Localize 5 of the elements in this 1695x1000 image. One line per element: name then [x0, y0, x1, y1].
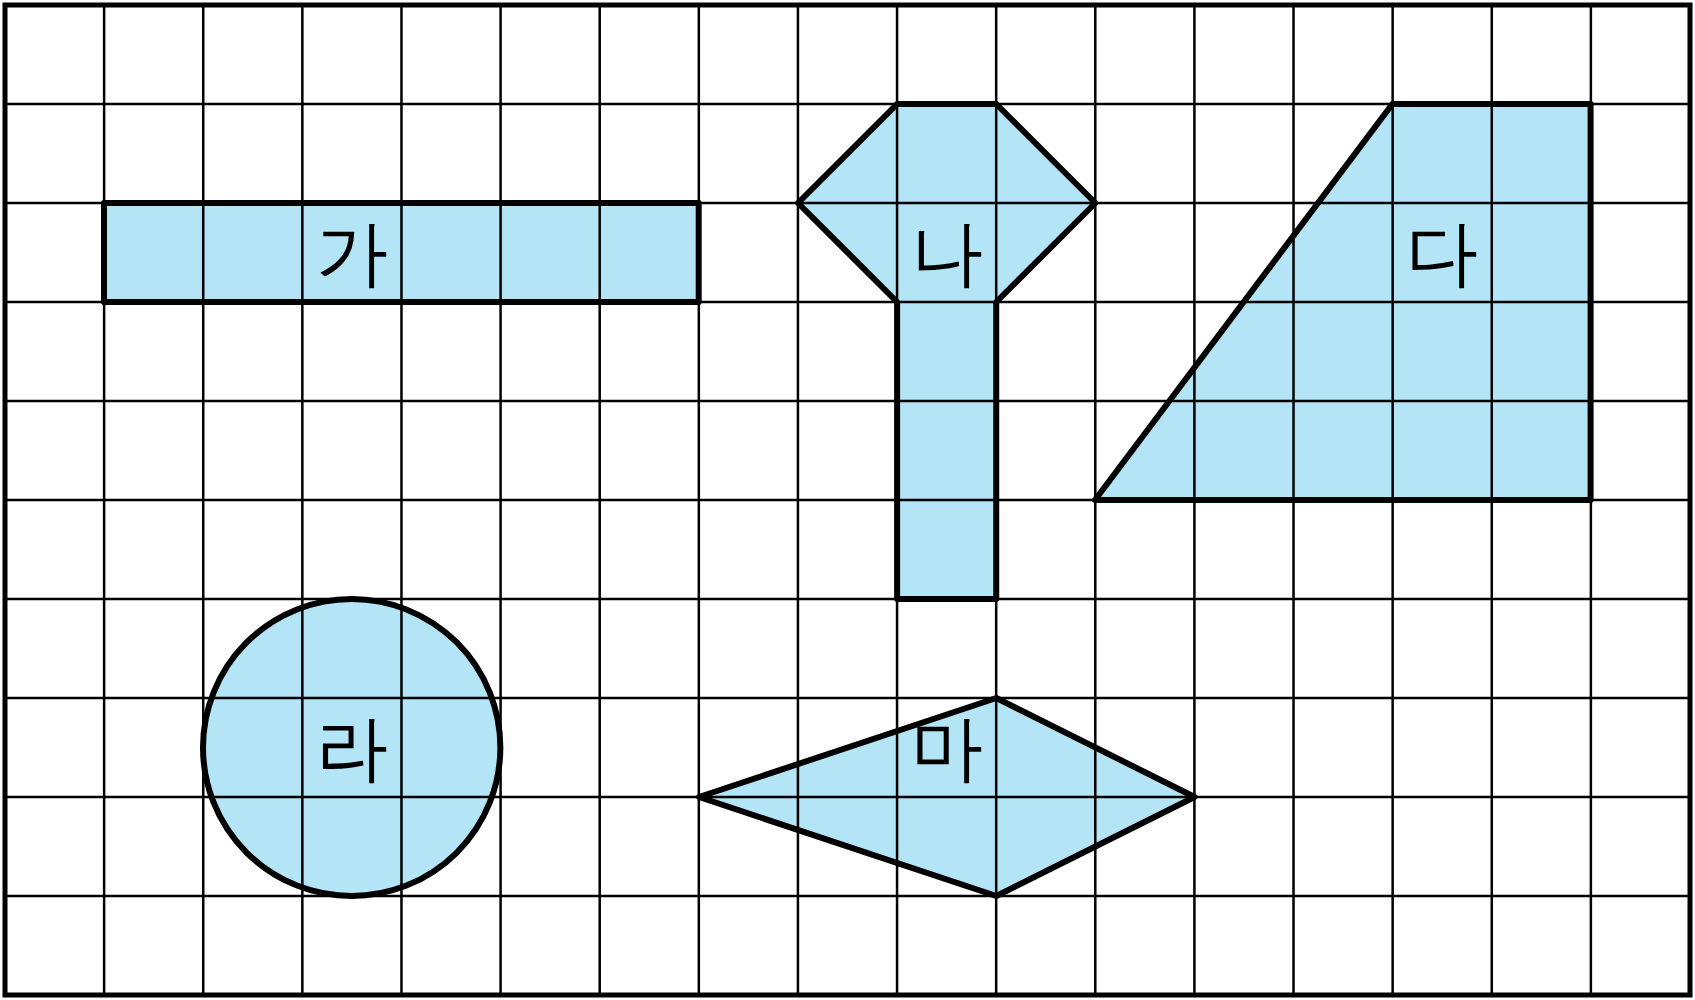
shape-label: 다 — [1406, 216, 1479, 289]
shape-label: 라 — [315, 711, 388, 784]
shape-label: 가 — [315, 216, 388, 289]
shape-label: 나 — [910, 216, 983, 289]
shape-label: 마 — [910, 711, 983, 784]
